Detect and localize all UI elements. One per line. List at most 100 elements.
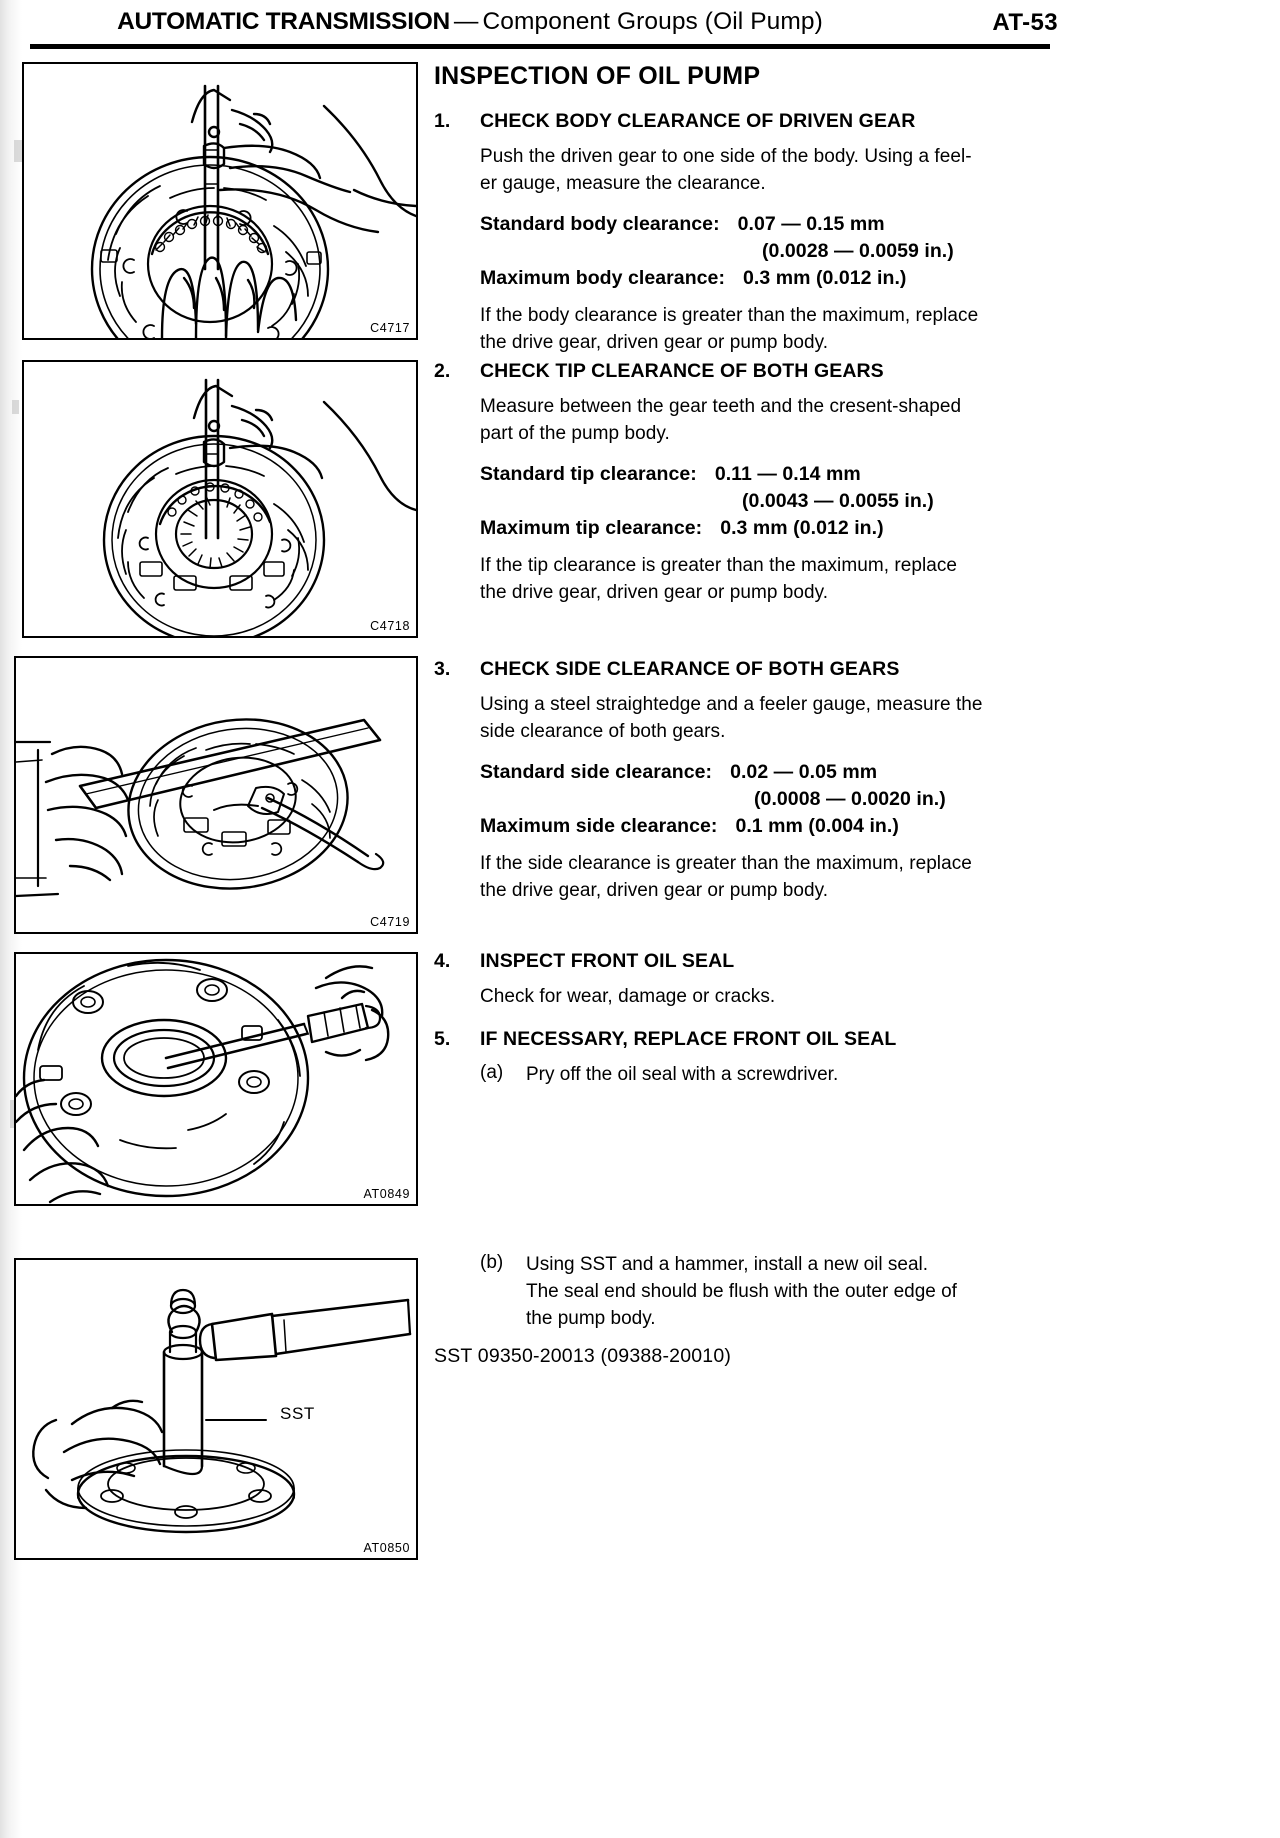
step-5: 5. IF NECESSARY, REPLACE FRONT OIL SEAL …	[434, 1028, 1060, 1089]
step-2-outro-line-2: the drive gear, driven gear or pump body…	[480, 582, 829, 604]
step-3-body: Using a steel straightedge and a feeler …	[480, 692, 1060, 905]
figure-install-oil-seal: SST AT0850	[14, 1258, 418, 1560]
spec-gap	[712, 759, 730, 786]
spec-gap	[725, 265, 743, 292]
page-title-dash: —	[453, 8, 479, 35]
figure-code: AT0849	[363, 1187, 410, 1201]
figure-3-illustration	[16, 718, 385, 898]
step-3-intro-line-2: side clearance of both gears.	[480, 721, 726, 743]
step-5-substep-b-group: (b) Using SST and a hammer, install a ne…	[434, 1252, 1060, 1368]
sst-part-number: SST 09350-20013 (09388-20010)	[434, 1344, 732, 1367]
step-1: 1. CHECK BODY CLEARANCE OF DRIVEN GEAR P…	[434, 110, 1060, 357]
spec-gap	[717, 813, 735, 840]
step-3-intro-line-1: Using a steel straightedge and a feeler …	[480, 694, 983, 716]
spec-standard-inches: (0.0008 — 0.0020 in.)	[754, 788, 946, 811]
step-2-heading: CHECK TIP CLEARANCE OF BOTH GEARS	[480, 360, 884, 382]
spec-maximum-label: Maximum side clearance:	[480, 815, 718, 838]
figure-pry-oil-seal: AT0849	[14, 952, 418, 1206]
spec-maximum-value: 0.3 mm (0.012 in.)	[720, 517, 884, 540]
step-4-intro: Check for wear, damage or cracks.	[480, 984, 1060, 1011]
step-1-outro-line-2: the drive gear, driven gear or pump body…	[480, 332, 829, 354]
step-2-number: 2.	[434, 360, 451, 382]
step-2-outro: If the tip clearance is greater than the…	[480, 553, 1060, 607]
spec-standard-subrow: (0.0008 — 0.0020 in.)	[480, 786, 1060, 813]
step-5-substep-a-text: Pry off the oil seal with a screwdriver.	[526, 1064, 839, 1086]
scan-fleck	[12, 400, 19, 414]
step-2: 2. CHECK TIP CLEARANCE OF BOTH GEARS Mea…	[434, 360, 1060, 607]
step-3-outro-line-2: the drive gear, driven gear or pump body…	[480, 880, 829, 902]
step-2-specifications: Standard tip clearance: 0.11 — 0.14 mm (…	[480, 461, 1060, 542]
step-4-body: Check for wear, damage or cracks.	[480, 984, 1060, 1011]
spec-standard-row: Standard body clearance: 0.07 — 0.15 mm	[480, 211, 1060, 238]
figure-body-clearance: C4717	[22, 62, 418, 340]
spec-maximum-row: Maximum tip clearance: 0.3 mm (0.012 in.…	[480, 515, 1060, 542]
step-5-substep-b-line-1: Using SST and a hammer, install a new oi…	[526, 1254, 929, 1275]
spec-standard-subrow: (0.0043 — 0.0055 in.)	[480, 488, 1060, 515]
step-3-intro: Using a steel straightedge and a feeler …	[480, 692, 1060, 746]
step-5-substep-b-number: (b)	[480, 1252, 504, 1273]
spec-standard-value: 0.07 — 0.15 mm	[737, 213, 885, 236]
step-5-substep-b: (b) Using SST and a hammer, install a ne…	[434, 1252, 1060, 1333]
step-4-intro-line-1: Check for wear, damage or cracks.	[480, 986, 776, 1008]
step-2-body: Measure between the gear teeth and the c…	[480, 394, 1060, 607]
spec-gap	[720, 211, 738, 238]
figure-code: C4717	[370, 321, 410, 335]
step-1-intro-line-2: er gauge, measure the clearance.	[480, 173, 766, 195]
spec-maximum-row: Maximum body clearance: 0.3 mm (0.012 in…	[480, 265, 1060, 292]
figure-4-illustration	[16, 958, 390, 1204]
spec-standard-value: 0.02 — 0.05 mm	[730, 761, 878, 784]
spec-standard-inches: (0.0043 — 0.0055 in.)	[742, 490, 934, 513]
step-4-heading: INSPECT FRONT OIL SEAL	[480, 950, 735, 972]
page-number: AT-53	[992, 9, 1058, 36]
step-2-intro: Measure between the gear teeth and the c…	[480, 394, 1060, 448]
spec-standard-value: 0.11 — 0.14 mm	[714, 463, 861, 486]
step-2-intro-line-1: Measure between the gear teeth and the c…	[480, 396, 962, 418]
step-2-outro-line-1: If the tip clearance is greater than the…	[480, 555, 958, 577]
spec-standard-row: Standard tip clearance: 0.11 — 0.14 mm	[480, 461, 1060, 488]
step-5-substep-a: (a) Pry off the oil seal with a screwdri…	[434, 1062, 1060, 1089]
page-title: AUTOMATIC TRANSMISSION—Component Groups …	[0, 8, 940, 36]
page-title-sub: Component Groups (Oil Pump)	[482, 8, 823, 35]
spec-maximum-value: 0.1 mm (0.004 in.)	[735, 815, 899, 838]
spec-standard-inches: (0.0028 — 0.0059 in.)	[762, 240, 954, 263]
spec-standard-label: Standard side clearance:	[480, 761, 713, 784]
header-rule	[30, 44, 1050, 49]
figure-code: AT0850	[363, 1541, 410, 1555]
step-4: 4. INSPECT FRONT OIL SEAL Check for wear…	[434, 950, 1060, 1011]
step-5-substep-b-text: Using SST and a hammer, install a new oi…	[526, 1252, 1060, 1333]
spec-standard-subrow: (0.0028 — 0.0059 in.)	[480, 238, 1060, 265]
figure-side-clearance: C4719	[14, 656, 418, 934]
sst-callout-label: SST	[280, 1404, 315, 1423]
scan-fleck	[14, 140, 23, 162]
page-title-main: AUTOMATIC TRANSMISSION	[117, 8, 450, 35]
step-1-outro: If the body clearance is greater than th…	[480, 303, 1060, 357]
spec-standard-row: Standard side clearance: 0.02 — 0.05 mm	[480, 759, 1060, 786]
step-4-number: 4.	[434, 950, 451, 972]
step-3-number: 3.	[434, 658, 451, 680]
spec-maximum-label: Maximum body clearance:	[480, 267, 725, 290]
step-1-intro-line-1: Push the driven gear to one side of the …	[480, 146, 972, 168]
page-header: AUTOMATIC TRANSMISSION—Component Groups …	[0, 0, 1080, 50]
step-1-specifications: Standard body clearance: 0.07 — 0.15 mm …	[480, 211, 1060, 292]
spec-gap	[697, 461, 715, 488]
step-3-heading: CHECK SIDE CLEARANCE OF BOTH GEARS	[480, 658, 900, 680]
figure-tip-clearance: C4718	[22, 360, 418, 638]
step-3-specifications: Standard side clearance: 0.02 — 0.05 mm …	[480, 759, 1060, 840]
inspection-section: INSPECTION OF OIL PUMP	[434, 62, 1060, 117]
figure-code: C4718	[370, 619, 410, 633]
figure-5-illustration	[32, 1288, 412, 1534]
step-5-substep-b-line-2: The seal end should be flush with the ou…	[526, 1280, 957, 1302]
spec-gap	[702, 515, 720, 542]
step-3: 3. CHECK SIDE CLEARANCE OF BOTH GEARS Us…	[434, 658, 1060, 905]
step-5-heading: IF NECESSARY, REPLACE FRONT OIL SEAL	[480, 1028, 897, 1050]
step-5-substep-a-number: (a)	[480, 1062, 504, 1084]
figure-1-illustration	[90, 84, 416, 338]
spec-standard-label: Standard tip clearance:	[480, 463, 697, 486]
spec-maximum-value: 0.3 mm (0.012 in.)	[743, 267, 907, 290]
step-1-heading: CHECK BODY CLEARANCE OF DRIVEN GEAR	[480, 110, 916, 132]
step-2-intro-line-2: part of the pump body.	[480, 423, 670, 445]
step-1-intro: Push the driven gear to one side of the …	[480, 144, 1060, 198]
step-1-body: Push the driven gear to one side of the …	[480, 144, 1060, 357]
step-1-number: 1.	[434, 110, 451, 132]
step-5-number: 5.	[434, 1028, 451, 1050]
